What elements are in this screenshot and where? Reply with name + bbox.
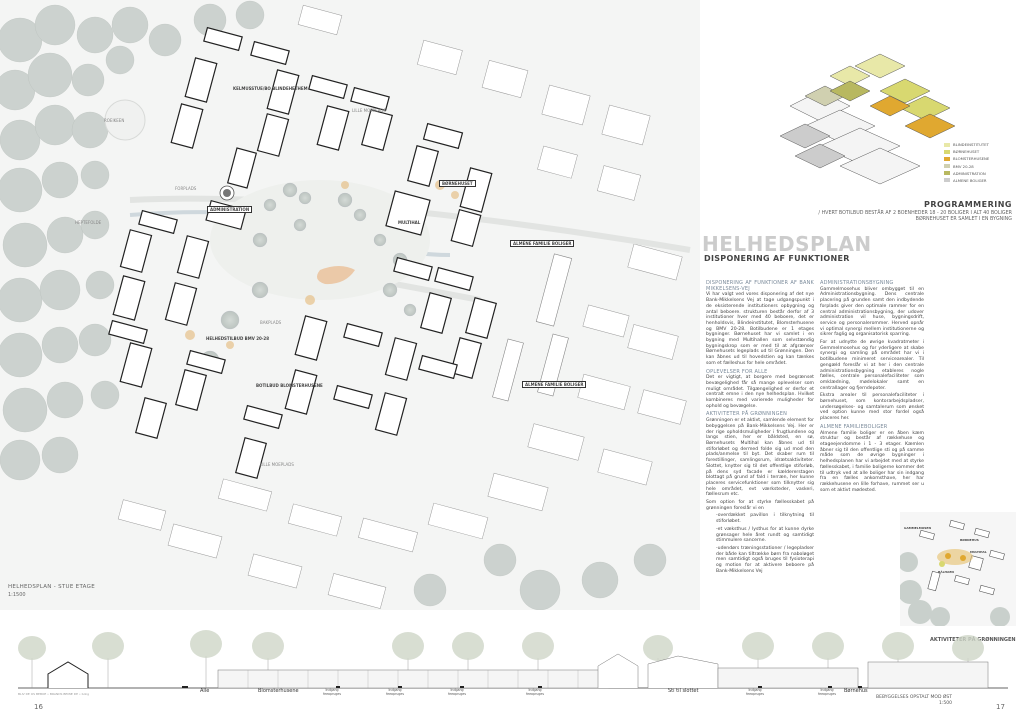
paragraph: Gammelmosehus bliver ombygget til en Adm… [820,286,924,338]
elevation-section: Allé Blomsterhusene Sti til slottet Børn… [18,626,1008,696]
section-heading: AKTIVITETER PÅ GRØNNINGEN [706,411,788,418]
legend: BLINDEINSTITUTET BØRNEHUSET BLOMSTERHUSE… [944,142,989,185]
legend-item: ADMINISTRATION [944,171,989,176]
section-note-indgang: Indgang feeapruges [526,688,544,696]
list-item: -udendørs træningsstationer / legepladse… [716,545,814,574]
list-item: -overdækket pavillon i tilknytning til s… [716,513,814,525]
section-label-boernehus: Børnehus [844,688,868,694]
section-caption-scale: 1:500 [939,701,952,706]
label-kelmu: KELMUSSTUE/BO BLINDEHETHEM [233,86,308,91]
paragraph: Almene familie boliger er en åben kæm st… [820,430,924,493]
section-label-alle: Allé [200,688,210,694]
paragraph: Grønningen er et aktivt, samlende elemen… [706,418,814,498]
label-administration: ADMINISTRATION [207,206,253,213]
paragraph: Ekstra arealer til personalefaciliteter … [820,393,924,422]
minimap-label-boernehus: BØRNEHUS [960,538,979,542]
legend-label: BMV 20-28 [953,163,974,169]
section-note-indgang: Indgang feeapruges [386,688,404,696]
legend-label: ADMINISTRATION [953,170,986,176]
label-bakplads: BAKPLADS [260,320,282,325]
site-plan-drawing [0,0,691,610]
minimap-label-balhaen: BÅLHAEN [938,570,954,574]
label-almene-2: ALMENE FAMILIE BOLIGER [522,381,587,388]
site-plan: KELMUSSTUE/BO BLINDEHETHEM LILLE MOEPLAD… [0,0,691,610]
page-number-right: 17 [996,703,1005,711]
label-helhed: HELHEDSTILBUD BMV 20-28 [206,336,269,341]
legend-label: BLINDEINSTITUTET [953,142,989,147]
label-roeikeen: ROEIKEEN [104,118,125,123]
page-title: HELHEDSPLAN [702,232,872,256]
legend-label: BØRNEHUSET [953,149,980,155]
label-boernehuset: BØRNEHUSET [439,180,476,187]
label-lille-moeplads: LILLE MOEPLADS [260,462,294,467]
paragraph: Som option for at styrke fællesskabet på… [706,500,814,511]
legend-swatch [944,149,950,154]
text-column-1: DISPONERING AF FUNKTIONER AF BANK MIKKEL… [706,278,814,604]
label-forplads: FORPLADS [175,186,197,191]
section-note-indgang: Indgang feeapruges [746,688,764,696]
section-label-blomsterhusene: Blomsterhusene [258,688,299,694]
section-heading: OPLEVELSER FOR ALLE [706,368,768,375]
legend-swatch [944,156,950,161]
minimap-drawing [900,512,1016,626]
section-heading: ALMENE FAMILIEBOLIGER [820,423,888,430]
section-note-indgang: Indgang feeapruges [448,688,466,696]
legend-swatch [944,178,950,183]
plan-scale: 1:1500 [8,592,26,598]
programmering-title: PROGRAMMERING [923,200,1012,209]
label-almene-1: ALMENE FAMILIE BOLIGER [510,240,575,247]
section-note-indgang: Indgang feeapruges [323,688,341,696]
section-label-sti: Sti til slottet [668,688,699,694]
list-item: -et væksthus / lysthus for at kunne dyrk… [716,526,814,544]
page-number-left: 16 [34,703,43,711]
legend-item: BMV 20-28 [944,164,989,169]
legend-swatch [944,171,950,176]
section-heading: DISPONERING AF FUNKTIONER AF BANK MIKKEL… [706,280,814,292]
legend-swatch [944,164,950,169]
paragraph: Vi har valgt ved vores disponering af de… [706,292,814,366]
section-left-caption: BLIV DE OS BEBOE • BRANDS BEMÆ DE • boli… [18,692,89,696]
paragraph: Det er vigtigt, at borgere med begrænset… [706,375,814,409]
page-subtitle: DISPONERING AF FUNKTIONER [704,254,850,263]
legend-item: BLOMSTERHUSENE [944,156,989,161]
label-lille-plads: LILLE MOEPLADS [352,108,386,113]
legend-item: BØRNEHUSET [944,149,989,154]
label-botilbud: BOTILBUD BLOMSTERHUSENE [256,383,323,388]
minimap-label-gammelmosen: GAMMELMOSEN [904,526,931,530]
section-heading: ADMINISTRATIONSBYGNING [820,280,894,286]
plan-title: HELHEDSPLAN - STUE ETAGE [8,584,95,590]
section-caption: BEBYGGELSES OPSTALT MOD ØST 1:500 [876,695,952,707]
right-page: BLINDEINSTITUTET BØRNEHUSET BLOMSTERHUSE… [700,0,1024,616]
activities-minimap: GAMMELMOSEN MULTIHAL BØRNEHUS BÅLHAEN [900,512,1016,626]
section-note-indgang: Indgang feeapruges [818,688,836,696]
legend-label: ALMENE BOLIGER [953,177,987,183]
legend-item: ALMENE BOLIGER [944,178,989,183]
elevation-drawing [18,630,1008,689]
legend-swatch [944,142,950,147]
paragraph: For at udnytte de øvrige kvadratmeter i … [820,340,924,391]
legend-label: BLOMSTERHUSENE [953,156,990,162]
section-caption-title: BEBYGGELSES OPSTALT MOD ØST [876,695,952,700]
label-multihal: MULTIHAL [398,220,421,225]
minimap-label-multihal: MULTIHAL [970,550,987,554]
legend-item: BLINDEINSTITUTET [944,142,989,147]
label-heptefolde: HEPTEFOLDE [75,220,102,225]
programmering-subtitle: / HVERT BOTILBUD BESTÅR AF 2 BOENHEDER 1… [818,211,1012,222]
axonometric-diagram [779,53,956,185]
text-column-2: ADMINISTRATIONSBYGNING Gammelmosehus bli… [820,278,924,526]
